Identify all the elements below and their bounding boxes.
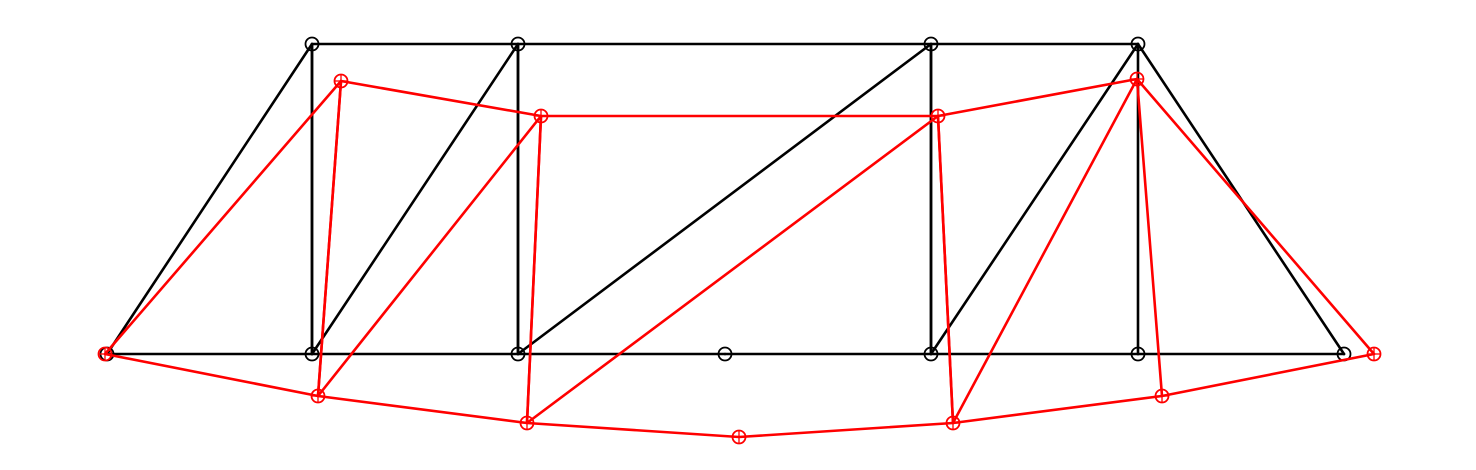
deformed-member: [339, 79, 543, 118]
deformed-node-marker: [310, 388, 326, 404]
original-node-marker: [923, 346, 939, 362]
deformed-member: [737, 421, 955, 439]
deformed-member: [103, 79, 343, 356]
deformed-member: [525, 421, 741, 439]
original-node-marker: [1130, 346, 1146, 362]
deformed-member: [525, 114, 940, 425]
deformed-node-marker: [519, 415, 535, 431]
original-node-marker: [923, 36, 939, 52]
deformed-nodes: [97, 71, 1382, 445]
deformed-member: [951, 77, 1139, 425]
deformed-member: [936, 114, 955, 425]
deformed-node-marker: [1366, 346, 1382, 362]
original-node-marker: [304, 36, 320, 52]
original-node-marker: [304, 346, 320, 362]
deformed-truss: [97, 71, 1382, 445]
original-member: [929, 42, 1140, 356]
original-member: [516, 42, 933, 356]
deformed-member: [525, 114, 543, 425]
deformed-node-marker: [1154, 388, 1170, 404]
deformed-member: [103, 352, 320, 398]
deformed-member: [1135, 77, 1164, 398]
deformed-member: [316, 394, 529, 425]
original-node-marker: [510, 346, 526, 362]
deformed-member: [1160, 352, 1376, 398]
deformed-member: [316, 114, 543, 398]
deformed-member: [951, 394, 1164, 425]
deformed-node-marker: [930, 108, 946, 124]
deformed-member: [936, 77, 1139, 118]
deformed-node-marker: [731, 429, 747, 445]
original-member: [105, 42, 314, 356]
deformed-node-marker: [333, 73, 349, 89]
original-node-marker: [1130, 36, 1146, 52]
original-node-marker: [510, 36, 526, 52]
deformed-member: [1135, 77, 1376, 356]
original-node-marker: [717, 346, 733, 362]
deformed-node-marker: [533, 108, 549, 124]
deformed-members: [103, 77, 1376, 439]
deformed-node-marker: [97, 346, 113, 362]
original-member: [310, 42, 520, 356]
deformed-node-marker: [945, 415, 961, 431]
deformed-member: [316, 79, 343, 398]
deformed-node-marker: [1129, 71, 1145, 87]
